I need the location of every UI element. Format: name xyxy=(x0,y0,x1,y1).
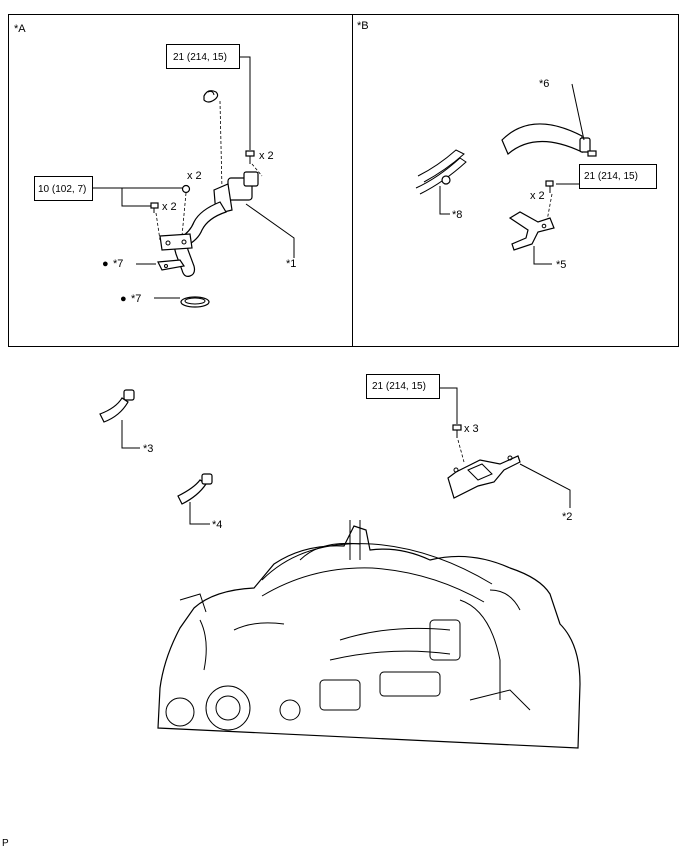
torque-lower-text: 21 (214, 15) xyxy=(372,381,426,392)
bullet-7b: ● xyxy=(120,293,127,305)
qty-a-lower-bolt: x 2 xyxy=(162,201,177,213)
leader-callout-5 xyxy=(533,246,552,265)
bolt-icon xyxy=(245,150,255,164)
panel-a-label: *A xyxy=(14,23,26,35)
ring-gasket-icon xyxy=(180,296,210,308)
dashed-guide-nut xyxy=(181,192,187,237)
panel-b-label: *B xyxy=(357,20,369,32)
callout-8: *8 xyxy=(452,209,462,221)
leader-callout-8 xyxy=(439,186,450,215)
torque-a-left-text: 10 (102, 7) xyxy=(38,184,86,195)
qty-a-upper-bolt: x 2 xyxy=(259,150,274,162)
leader-torque-a-lower xyxy=(121,188,152,207)
engine-illustration xyxy=(157,520,581,749)
footer-code: P xyxy=(2,838,9,849)
torque-box-lower xyxy=(366,374,440,399)
bolt-icon-b xyxy=(545,180,554,193)
leader-callout-3 xyxy=(121,420,140,449)
leader-callout-6 xyxy=(571,83,585,141)
bolt-icon-lower xyxy=(150,202,159,213)
bracket-2 xyxy=(447,455,521,499)
callout-6: *6 xyxy=(539,78,549,90)
leader-torque-a-upper xyxy=(239,56,251,150)
leader-callout-2 xyxy=(519,463,571,508)
leader-torque-lower xyxy=(439,387,458,424)
callout-5: *5 xyxy=(556,259,566,271)
callout-4: *4 xyxy=(212,519,222,531)
dashed-guide-upper-bolt xyxy=(251,163,263,177)
callout-2: *2 xyxy=(562,511,572,523)
hose-4 xyxy=(177,473,213,505)
torque-b-text: 21 (214, 15) xyxy=(584,171,638,182)
callout-1: *1 xyxy=(286,258,296,270)
panel-a-frame xyxy=(8,14,353,347)
bracket-5 xyxy=(508,211,555,251)
panel-b-frame xyxy=(352,14,679,347)
dashed-guide-lower xyxy=(457,439,465,463)
bullet-7a: ● xyxy=(102,258,109,270)
nut-icon xyxy=(181,184,191,194)
gasket-icon xyxy=(157,259,186,271)
qty-b: x 2 xyxy=(530,190,545,202)
leader-callout-1 xyxy=(245,203,295,258)
callout-3: *3 xyxy=(143,443,153,455)
dashed-guide-clamp xyxy=(219,100,223,191)
hose-clamp-icon xyxy=(203,90,219,103)
callout-7a: *7 xyxy=(113,258,123,270)
wire-clamp-8 xyxy=(415,149,467,195)
qty-a-nut: x 2 xyxy=(187,170,202,182)
egr-valve-assembly xyxy=(159,171,259,277)
torque-box-b xyxy=(579,164,657,189)
bolt-icon-lower-area xyxy=(452,424,462,438)
leader-callout-4 xyxy=(189,502,210,525)
callout-7b: *7 xyxy=(131,293,141,305)
torque-a-upper-text: 21 (214, 15) xyxy=(173,52,227,63)
qty-lower: x 3 xyxy=(464,423,479,435)
hose-6 xyxy=(501,123,597,157)
hose-3 xyxy=(99,389,135,423)
